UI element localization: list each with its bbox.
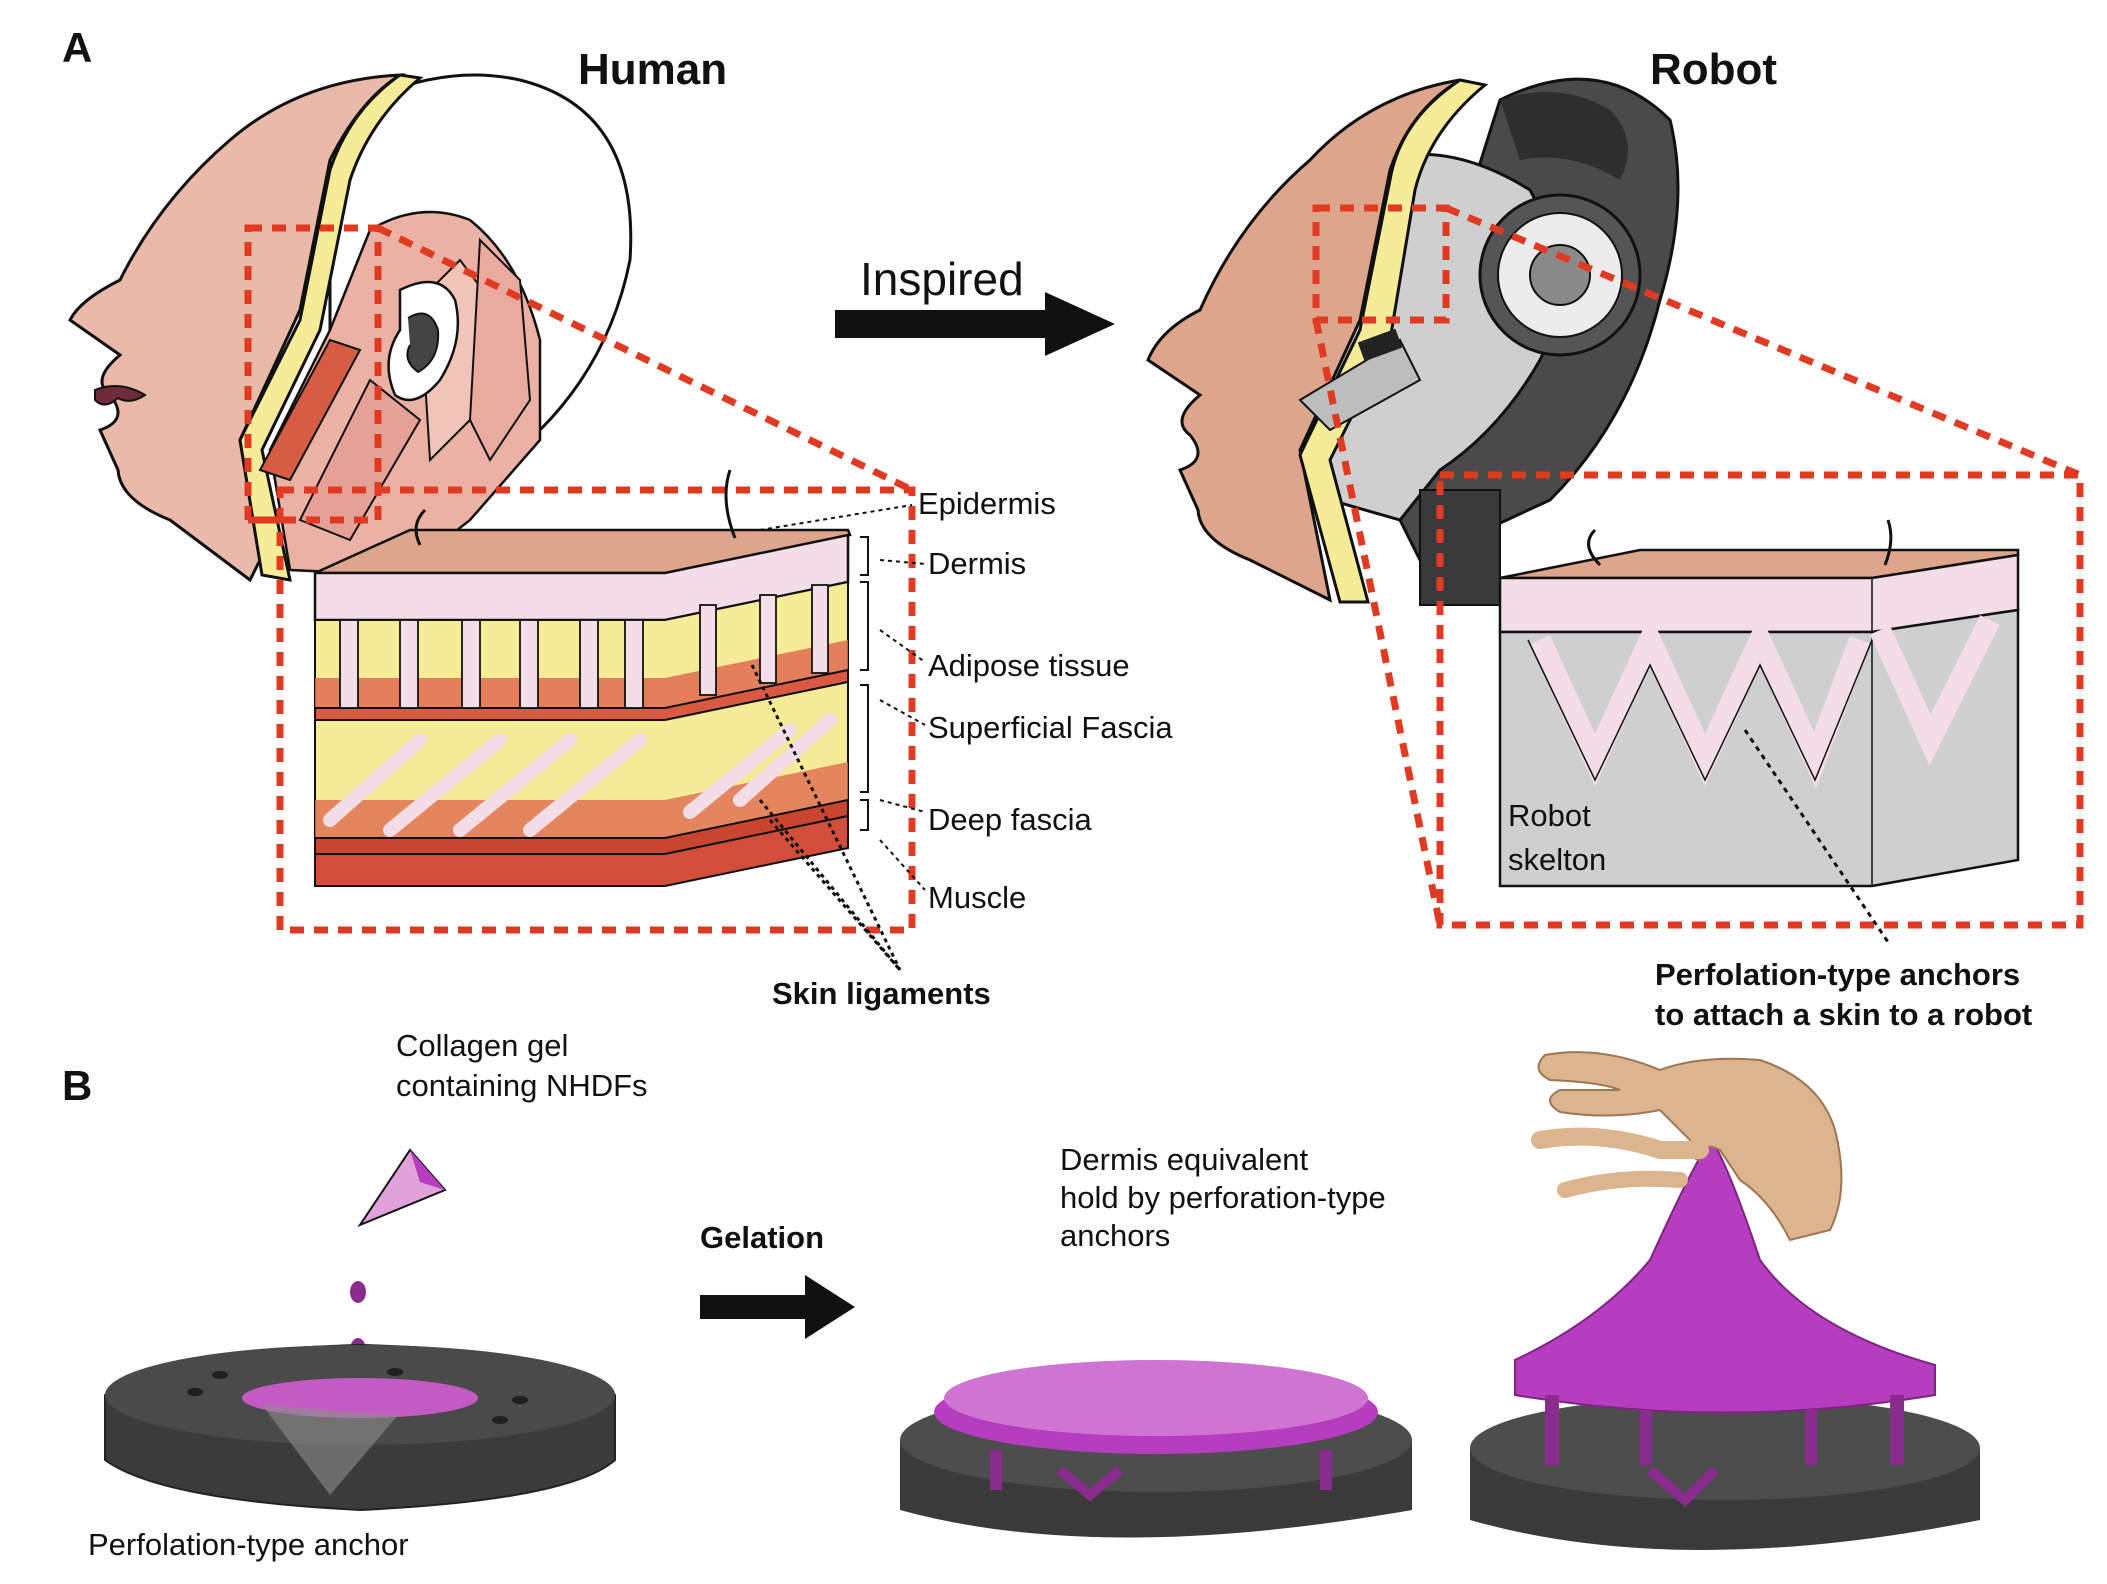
- anchor-pointer-line: [1743, 729, 1892, 946]
- human-leader-lines: [759, 504, 926, 891]
- gel-droplet: [350, 1281, 366, 1303]
- label-epidermis: Epidermis: [918, 486, 1056, 521]
- label-anchors-1: Perfolation-type anchors: [1655, 957, 2020, 992]
- human-brackets: [860, 536, 869, 831]
- label-deep-fascia: Deep fascia: [928, 802, 1092, 837]
- label-muscle: Muscle: [928, 880, 1026, 915]
- anchor-platform-left: [104, 1343, 616, 1512]
- label-robot-skeleton-1: Robot: [1508, 798, 1591, 833]
- human-title: Human: [578, 45, 727, 94]
- human-skin-block: [313, 469, 852, 887]
- label-collagen-2: containing NHDFs: [396, 1068, 648, 1103]
- human-head-illustration: [68, 73, 633, 583]
- inspired-arrow: [835, 292, 1115, 356]
- label-collagen-1: Collagen gel: [396, 1028, 568, 1063]
- label-anchor-caption: Perfolation-type anchor: [88, 1527, 409, 1562]
- human-zoom-box: [244, 224, 916, 934]
- label-skin-ligaments: Skin ligaments: [772, 976, 991, 1011]
- pipette-tip: [357, 1148, 447, 1228]
- label-adipose: Adipose tissue: [928, 648, 1130, 683]
- panel-b-label: B: [62, 1062, 92, 1109]
- label-robot-skeleton-2: skelton: [1508, 842, 1606, 877]
- dermis-platform-middle: [900, 1360, 1412, 1538]
- robot-title: Robot: [1650, 45, 1777, 94]
- panel-a-label: A: [62, 24, 92, 71]
- robot-head-illustration: [1146, 77, 1680, 606]
- label-dermis-eq-3: anchors: [1060, 1218, 1170, 1253]
- dermis-platform-right: [1470, 1138, 1980, 1550]
- hand-illustration: [1531, 1051, 1843, 1242]
- label-superficial-fascia: Superficial Fascia: [928, 710, 1173, 745]
- label-inspired: Inspired: [860, 253, 1024, 305]
- label-dermis-eq-2: hold by perforation-type: [1060, 1180, 1386, 1215]
- robot-zoom-box: [1312, 204, 2084, 929]
- label-anchors-2: to attach a skin to a robot: [1655, 997, 2032, 1032]
- label-dermis: Dermis: [928, 546, 1026, 581]
- robot-skin-block: [1498, 519, 2020, 888]
- gelation-arrow: [700, 1275, 855, 1339]
- label-gelation: Gelation: [700, 1220, 824, 1255]
- skin-ligament-pointers: [750, 664, 902, 971]
- label-dermis-eq-1: Dermis equivalent: [1060, 1142, 1308, 1177]
